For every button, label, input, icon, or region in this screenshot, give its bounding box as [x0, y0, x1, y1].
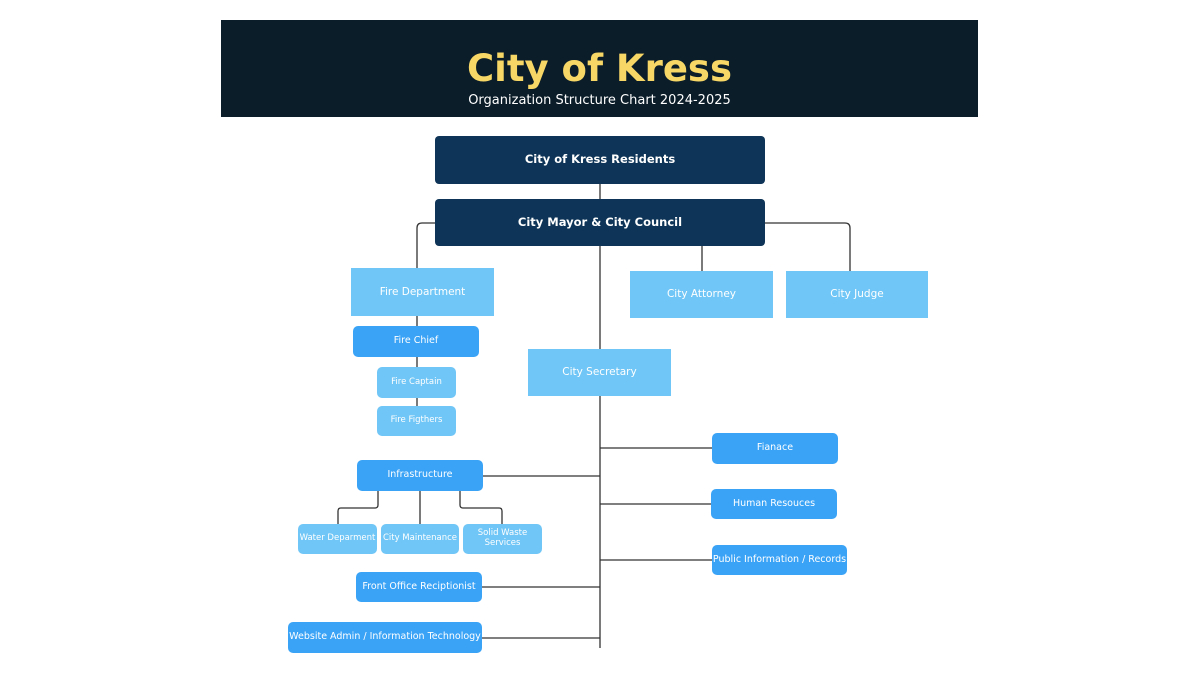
node-fire-fighters: Fire Figthers [377, 406, 456, 436]
node-city-judge: City Judge [786, 271, 928, 318]
node-infrastructure: Infrastructure [357, 460, 483, 491]
node-public-information: Public Information / Records [712, 545, 847, 575]
node-water-department: Water Deparment [298, 524, 377, 554]
node-fire-department: Fire Department [351, 268, 494, 316]
chart-title: City of Kress [467, 47, 732, 90]
node-front-office: Front Office Reciptionist [356, 572, 482, 602]
connector [765, 222, 851, 271]
chart-header: City of Kress Organization Structure Cha… [221, 20, 978, 117]
node-city-maintenance: City Maintenance [381, 524, 459, 554]
node-solid-waste: Solid Waste Services [463, 524, 542, 554]
node-city-attorney: City Attorney [630, 271, 773, 318]
node-finance: Fianace [712, 433, 838, 464]
node-website-admin: Website Admin / Information Technology [288, 622, 482, 653]
node-city-secretary: City Secretary [528, 349, 671, 396]
node-fire-captain: Fire Captain [377, 367, 456, 398]
chart-subtitle: Organization Structure Chart 2024-2025 [468, 93, 731, 108]
connector [337, 491, 379, 524]
connector [459, 491, 503, 524]
connector [416, 222, 435, 268]
node-human-resources: Human Resouces [711, 489, 837, 519]
node-mayor-council: City Mayor & City Council [435, 199, 765, 246]
node-residents: City of Kress Residents [435, 136, 765, 184]
node-fire-chief: Fire Chief [353, 326, 479, 357]
